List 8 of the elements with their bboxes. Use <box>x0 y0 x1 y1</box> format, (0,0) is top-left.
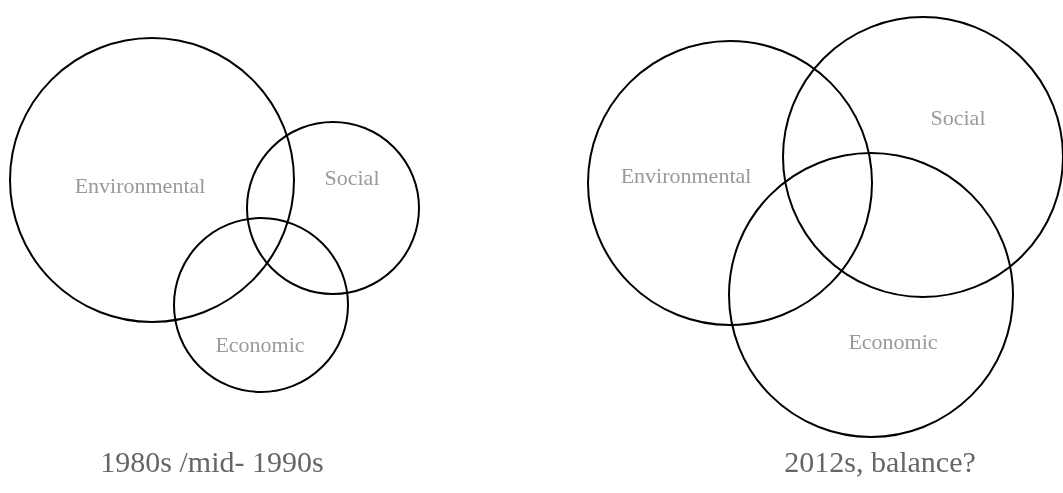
circle-label: Environmental <box>620 163 752 189</box>
circle-label: Economic <box>215 332 305 358</box>
circle-label: Social <box>930 105 986 131</box>
diagram-caption: 2012s, balance? <box>784 445 976 479</box>
circle-label: Environmental <box>74 173 206 199</box>
circle-label: Social <box>324 165 380 191</box>
circle-label: Economic <box>848 329 938 355</box>
diagram-caption: 1980s /mid- 1990s <box>100 445 324 479</box>
